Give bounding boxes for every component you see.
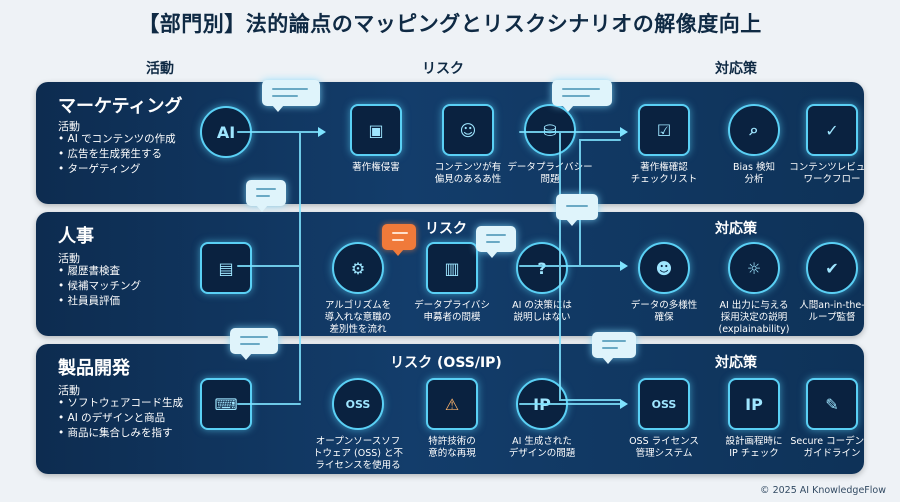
response-label: 著作権確認 チェックリスト bbox=[630, 162, 698, 185]
code-laptop-icon: ⌨ bbox=[200, 378, 252, 430]
response-label: OSS ライセンス 管理システム bbox=[629, 436, 699, 459]
ai-chip-icon: AI bbox=[200, 106, 252, 158]
column-header-response: 対応策 bbox=[715, 61, 757, 77]
resume-check-icon: ▤ bbox=[200, 242, 252, 294]
risk-label: 著作権侵害 bbox=[352, 162, 400, 173]
risk-node: ☺ コンテンツが有 偏見のあるあ性 bbox=[418, 104, 518, 186]
patent-warning-icon: ⚠ bbox=[426, 378, 478, 430]
activity-node: ▤ bbox=[176, 242, 276, 294]
magnifier-chart-icon: ⌕ bbox=[728, 104, 780, 156]
response-node: ✎ Secure コーデング ガイドライン bbox=[782, 378, 864, 460]
activity-list: ソフトウェアコード生成 AI のデザインと商品 商品に集合しみを指す bbox=[58, 396, 184, 441]
response-label: 人間an-in-the- ループ監督 bbox=[799, 300, 864, 323]
ip-gear-icon: IP bbox=[516, 378, 568, 430]
ip-document-icon: IP bbox=[728, 378, 780, 430]
activity-item: 商品に集合しみを指す bbox=[58, 426, 183, 441]
risk-label: AI 生成された デザインの問題 bbox=[508, 436, 576, 459]
head-gear-icon: ☼ bbox=[728, 242, 780, 294]
risk-node: IP AI 生成された デザインの問題 bbox=[492, 378, 592, 460]
algorithm-people-icon: ⚙ bbox=[332, 242, 384, 294]
risk-node: ▣ 著作権侵害 bbox=[326, 104, 426, 174]
document-lock-icon: ▥ bbox=[426, 242, 478, 294]
activity-list: AI でコンテンツの作成 広告を生成発生する ターゲティング bbox=[58, 132, 176, 177]
risk-label: アルゴリズムを 導入れな意職の 差別性を流れ bbox=[324, 300, 392, 335]
oss-gear-icon: OSS bbox=[332, 378, 384, 430]
activity-item: ターゲティング bbox=[58, 162, 176, 177]
response-subheader: 対応策 bbox=[715, 221, 757, 237]
oss-window-icon: OSS bbox=[638, 378, 690, 430]
chat-bubble-icon bbox=[476, 226, 516, 258]
footer-copyright: © 2025 AI KnowledgeFlow bbox=[760, 485, 886, 496]
section-title: 製品開発 bbox=[58, 358, 130, 379]
chat-bubble-icon bbox=[556, 194, 598, 226]
activity-item: ソフトウェアコード生成 bbox=[58, 396, 184, 411]
response-label: データの多様性 確保 bbox=[630, 300, 698, 323]
response-node: ☑ 著作権確認 チェックリスト bbox=[614, 104, 714, 186]
section-title: 人事 bbox=[58, 226, 94, 247]
response-node: ☻ データの多様性 確保 bbox=[614, 242, 714, 324]
response-node: OSS OSS ライセンス 管理システム bbox=[614, 378, 714, 460]
column-header-risk: リスク bbox=[422, 61, 464, 77]
section-title: マーケティング bbox=[58, 96, 183, 117]
response-label: Bias 検知 分析 bbox=[733, 162, 775, 185]
response-node: ☼ AI 出力に与える 採用決定の説明 (explainability) bbox=[704, 242, 804, 336]
response-node: ✓ コンテンツレビュー ワークフロー bbox=[782, 104, 864, 186]
checklist-icon: ☑ bbox=[638, 104, 690, 156]
person-question-icon: ? bbox=[516, 242, 568, 294]
chat-bubble-icon bbox=[262, 80, 320, 112]
risk-subheader: リスク (OSS/IP) bbox=[390, 355, 502, 371]
biased-people-icon: ☺ bbox=[442, 104, 494, 156]
column-header-activity: 活動 bbox=[146, 61, 174, 77]
images-icon: ▣ bbox=[350, 104, 402, 156]
risk-subheader: リスク bbox=[425, 221, 467, 237]
response-label: コンテンツレビュー ワークフロー bbox=[789, 162, 864, 185]
diverse-people-icon: ☻ bbox=[638, 242, 690, 294]
risk-label: コンテンツが有 偏見のあるあ性 bbox=[434, 162, 502, 185]
section-hr: 人事 活動 履歴書検査 候補マッチング 社員員評価 リスク 対応策 ▤ ⚙ アル… bbox=[36, 212, 864, 336]
risk-node: ⚙ アルゴリズムを 導入れな意職の 差別性を流れ bbox=[308, 242, 408, 336]
section-product-development: 製品開発 活動 ソフトウェアコード生成 AI のデザインと商品 商品に集合しみを… bbox=[36, 344, 864, 474]
person-check-icon: ✔ bbox=[806, 242, 858, 294]
risk-label: データプライバシ 申募者の間模 bbox=[414, 300, 490, 323]
document-pen-icon: ✎ bbox=[806, 378, 858, 430]
risk-label: 特許技術の 意的な再現 bbox=[428, 436, 476, 459]
chat-bubble-icon bbox=[382, 224, 416, 256]
chat-bubble-icon bbox=[230, 328, 278, 360]
risk-node: ? AI の決策には 説明しはない bbox=[492, 242, 592, 324]
page-title: 【部門別】法的論点のマッピングとリスクシナリオの解像度向上 bbox=[138, 12, 762, 36]
chat-bubble-icon bbox=[592, 332, 636, 364]
activity-node: ⌨ bbox=[176, 378, 276, 430]
response-node: IP 設計画程時に IP チェック bbox=[704, 378, 804, 460]
risk-node: ⚠ 特許技術の 意的な再現 bbox=[402, 378, 502, 460]
chat-bubble-icon bbox=[552, 80, 612, 112]
activity-node: AI bbox=[176, 106, 276, 158]
activity-list: 履歴書検査 候補マッチング 社員員評価 bbox=[58, 264, 142, 309]
response-subheader: 対応策 bbox=[715, 355, 757, 371]
activity-item: AI のデザインと商品 bbox=[58, 411, 183, 426]
chat-bubble-icon bbox=[246, 180, 286, 212]
risk-node: ⛁ データプライバシー 問題 bbox=[500, 104, 600, 186]
response-node: ✔ 人間an-in-the- ループ監督 bbox=[782, 242, 864, 324]
risk-node: OSS オープンソースソフ トウェア (OSS) と不 ライセンスを使用る bbox=[308, 378, 408, 472]
activity-item: 社員員評価 bbox=[58, 294, 141, 309]
response-label: AI 出力に与える 採用決定の説明 (explainability) bbox=[718, 300, 790, 335]
risk-label: AI の決策には 説明しはない bbox=[512, 300, 572, 323]
activity-label: 活動 bbox=[58, 384, 80, 397]
activity-item: 広告を生成発生する bbox=[58, 147, 176, 162]
review-clipboard-icon: ✓ bbox=[806, 104, 858, 156]
activity-item: AI でコンテンツの作成 bbox=[58, 132, 176, 147]
response-label: 設計画程時に IP チェック bbox=[725, 436, 783, 459]
activity-item: 履歴書検査 bbox=[58, 264, 141, 279]
activity-item: 候補マッチング bbox=[58, 279, 142, 294]
response-label: Secure コーデング ガイドライン bbox=[790, 436, 864, 459]
risk-label: データプライバシー 問題 bbox=[507, 162, 593, 185]
risk-node: ▥ データプライバシ 申募者の間模 bbox=[402, 242, 502, 324]
risk-label: オープンソースソフ トウェア (OSS) と不 ライセンスを使用る bbox=[313, 436, 403, 471]
response-node: ⌕ Bias 検知 分析 bbox=[704, 104, 804, 186]
activity-label: 活動 bbox=[58, 252, 80, 265]
section-marketing: マーケティング 活動 AI でコンテンツの作成 広告を生成発生する ターゲティン… bbox=[36, 82, 864, 204]
activity-label: 活動 bbox=[58, 120, 80, 133]
